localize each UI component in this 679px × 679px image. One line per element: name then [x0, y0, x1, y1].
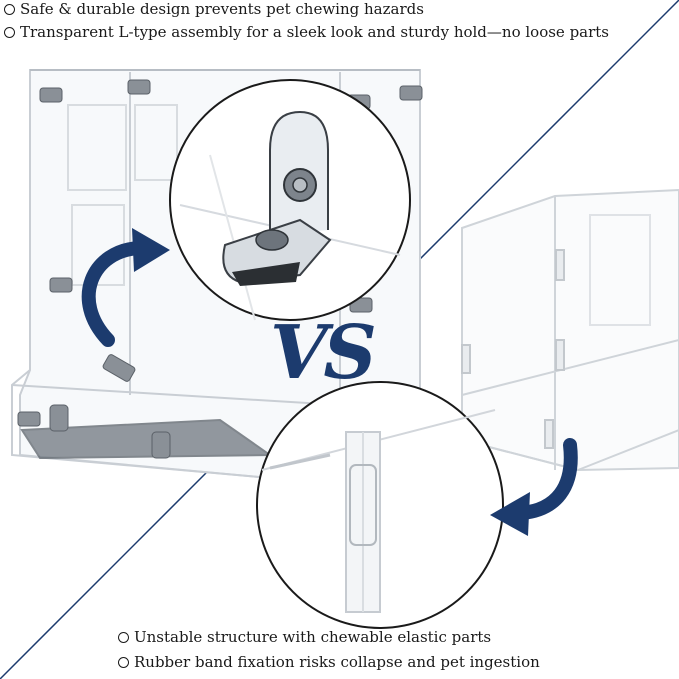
bottom-feature-1-text: Unstable structure with chewable elastic…: [134, 628, 492, 646]
vs-label: VS: [270, 310, 377, 396]
l-bracket-zoom: [169, 79, 411, 321]
top-feature-1: Safe & durable design prevents pet chewi…: [4, 0, 424, 18]
circle-bullet-icon: [4, 3, 15, 15]
top-feature-2-text: Transparent L-type assembly for a sleek …: [20, 23, 610, 41]
circle-bullet-icon: [4, 26, 15, 38]
bottom-feature-2-text: Rubber band fixation risks collapse and …: [134, 653, 540, 671]
left-curved-arrow: [81, 228, 170, 347]
bottom-feature-1: Unstable structure with chewable elastic…: [118, 628, 491, 646]
right-curved-arrow: [490, 438, 578, 536]
bottom-feature-2: Rubber band fixation risks collapse and …: [118, 653, 540, 671]
circle-bullet-icon: [118, 656, 129, 668]
circle-bullet-icon: [118, 631, 129, 643]
top-feature-1-text: Safe & durable design prevents pet chewi…: [20, 0, 424, 18]
rubber-band-box: [461, 188, 679, 472]
top-feature-2: Transparent L-type assembly for a sleek …: [4, 23, 609, 41]
elastic-band-zoom: [256, 381, 504, 629]
